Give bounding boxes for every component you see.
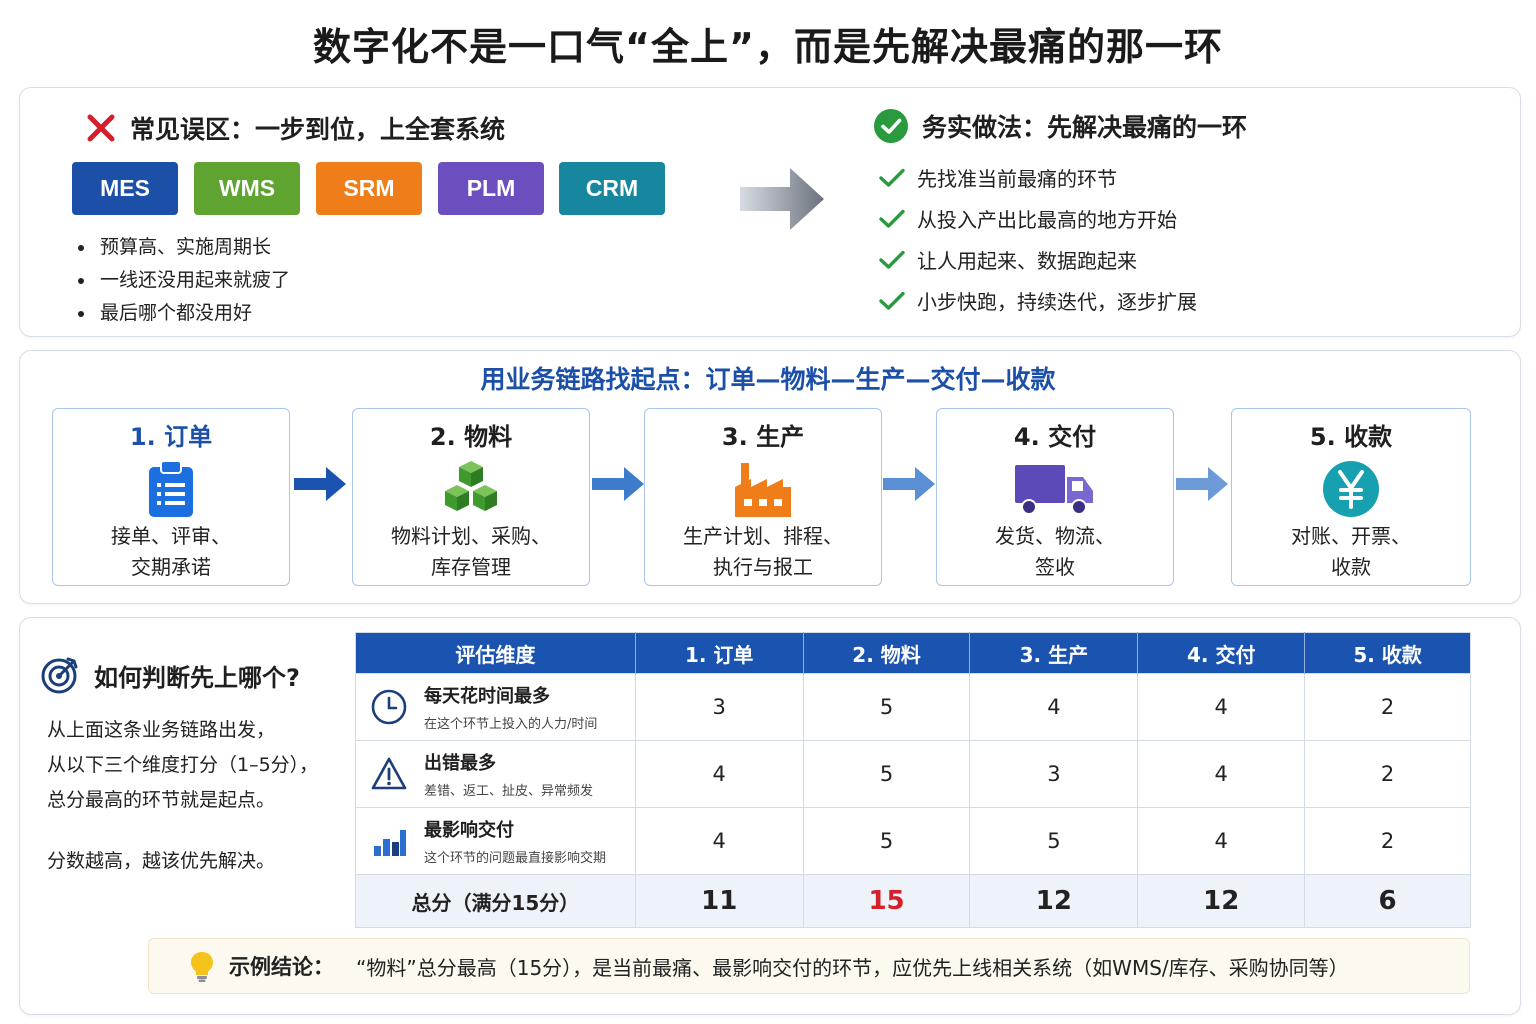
- mistake-bullets: 预算高、实施周期长 一线还没用起来就疲了 最后哪个都没用好: [78, 231, 290, 330]
- check-circle-icon: [874, 109, 908, 143]
- step-description: 接单、评审、交期承诺: [111, 524, 231, 579]
- system-box-srm: SRM: [316, 162, 422, 215]
- step-title: 2. 物料: [429, 423, 513, 451]
- yuan-icon: [1323, 461, 1379, 517]
- total-cell: 12: [1137, 874, 1305, 928]
- table-header: 1. 订单: [634, 632, 804, 674]
- judge-heading-text: 如何判断先上哪个?: [94, 663, 300, 692]
- score-cell: 5: [802, 807, 970, 875]
- lightbulb-icon: [191, 952, 213, 982]
- mistake-heading: 常见误区：一步到位，上全套系统: [86, 110, 505, 146]
- practice-heading: 务实做法：先解决最痛的一环: [874, 108, 1247, 144]
- score-cell: 3: [634, 673, 804, 741]
- step-description: 物料计划、采购、库存管理: [391, 524, 551, 579]
- score-cell: 4: [1137, 673, 1305, 741]
- mistake-heading-text: 常见误区：一步到位，上全套系统: [130, 115, 506, 144]
- score-cell: 4: [1137, 740, 1305, 808]
- flow-arrow-icon: [294, 467, 346, 501]
- table-header: 评估维度: [355, 632, 636, 674]
- table-header: 3. 生产: [969, 632, 1138, 674]
- check-icon: [879, 250, 905, 269]
- step-title: 1. 订单: [129, 423, 213, 451]
- judge-description: 从上面这条业务链路出发， 从以下三个维度打分（1–5分）， 总分最高的环节就是起…: [47, 719, 319, 811]
- system-box-wms: WMS: [194, 162, 300, 215]
- practice-item: 让人用起来、数据跑起来: [879, 239, 1197, 280]
- score-cell: 5: [802, 740, 970, 808]
- factory-icon: [735, 463, 791, 517]
- check-icon: [879, 168, 905, 187]
- score-cell: 3: [969, 740, 1138, 808]
- score-cell: 2: [1304, 740, 1471, 808]
- target-icon: [41, 657, 78, 694]
- cubes-icon: [445, 461, 497, 511]
- bar-chart-icon: [374, 830, 406, 856]
- clock-icon: [371, 689, 407, 725]
- practice-item: 小步快跑，持续迭代，逐步扩展: [879, 280, 1197, 321]
- transition-arrow-icon: [740, 168, 824, 230]
- score-cell: 4: [969, 673, 1138, 741]
- score-cell: 5: [969, 807, 1138, 875]
- step-title: 5. 收款: [1309, 423, 1393, 451]
- criterion-cell: 最影响交付这个环节的问题最直接影响交期: [355, 807, 636, 875]
- flow-arrow-icon: [1176, 467, 1228, 501]
- chain-step-order: 1. 订单 接单、评审、交期承诺: [52, 408, 290, 586]
- table-header: 2. 物料: [802, 632, 970, 674]
- step-description: 生产计划、排程、执行与报工: [683, 524, 843, 579]
- criterion-cell: 出错最多差错、返工、扯皮、异常频发: [355, 740, 636, 808]
- chain-title: 用业务链路找起点：订单—物料—生产—交付—收款: [480, 365, 1056, 394]
- score-table: 评估维度 1. 订单 2. 物料 3. 生产 4. 交付 5. 收款 每天花时间…: [355, 632, 1471, 928]
- score-cell: 4: [634, 740, 804, 808]
- truck-icon: [1015, 465, 1093, 515]
- mistake-bullet: 一线还没用起来就疲了: [78, 264, 290, 297]
- check-icon: [879, 291, 905, 310]
- practice-item: 从投入产出比最高的地方开始: [879, 198, 1197, 239]
- judge-note: 分数越高，越该优先解决。: [47, 850, 276, 872]
- practice-item: 先找准当前最痛的环节: [879, 157, 1197, 198]
- total-cell: 12: [969, 874, 1138, 928]
- table-header: 5. 收款: [1304, 632, 1471, 674]
- conclusion-box: 示例结论： “物料”总分最高（15分），是当前最痛、最影响交付的环节，应优先上线…: [148, 938, 1470, 994]
- system-box-mes: MES: [72, 162, 178, 215]
- criterion-cell: 每天花时间最多在这个环节上投入的人力/时间: [355, 673, 636, 741]
- total-cell: 6: [1304, 874, 1471, 928]
- conclusion-label: 示例结论：: [229, 955, 334, 979]
- score-cell: 4: [1137, 807, 1305, 875]
- chain-step-production: 3. 生产 生产计划、排程、执行与报工: [644, 408, 882, 586]
- step-title: 3. 生产: [721, 423, 805, 451]
- chain-step-delivery: 4. 交付 发货、物流、签收: [936, 408, 1174, 586]
- system-box-plm: PLM: [438, 162, 544, 215]
- step-title: 4. 交付: [1013, 423, 1097, 451]
- table-row: 出错最多差错、返工、扯皮、异常频发 4 5 3 4 2: [355, 740, 1471, 808]
- flow-arrow-icon: [592, 467, 644, 501]
- total-row: 总分（满分15分） 11 15 12 12 6: [355, 874, 1471, 928]
- total-cell: 11: [634, 874, 804, 928]
- total-label: 总分（满分15分）: [355, 874, 636, 928]
- table-row: 最影响交付这个环节的问题最直接影响交期 4 5 5 4 2: [355, 807, 1471, 875]
- conclusion-text: “物料”总分最高（15分），是当前最痛、最影响交付的环节，应优先上线相关系统（如…: [356, 955, 1349, 980]
- score-cell: 2: [1304, 807, 1471, 875]
- step-description: 对账、开票、收款: [1291, 524, 1411, 579]
- table-row: 每天花时间最多在这个环节上投入的人力/时间 3 5 4 4 2: [355, 673, 1471, 741]
- chain-step-payment: 5. 收款 对账、开票、收款: [1231, 408, 1471, 586]
- score-cell: 4: [634, 807, 804, 875]
- page-title: 数字化不是一口气“全上”，而是先解决最痛的那一环: [313, 25, 1223, 69]
- score-cell: 5: [802, 673, 970, 741]
- warning-icon: [371, 757, 407, 790]
- practice-heading-text: 务实做法：先解决最痛的一环: [922, 113, 1248, 142]
- cross-icon: [87, 114, 115, 142]
- table-header: 4. 交付: [1137, 632, 1305, 674]
- step-description: 发货、物流、签收: [995, 524, 1115, 579]
- judge-heading: 如何判断先上哪个?: [40, 655, 300, 695]
- table-header-row: 评估维度 1. 订单 2. 物料 3. 生产 4. 交付 5. 收款: [355, 632, 1471, 674]
- flow-arrow-icon: [883, 467, 935, 501]
- clipboard-icon: [149, 460, 193, 517]
- total-cell-highlight: 15: [802, 874, 970, 928]
- system-box-crm: CRM: [559, 162, 665, 215]
- score-cell: 2: [1304, 673, 1471, 741]
- mistake-bullet: 最后哪个都没用好: [78, 297, 290, 330]
- mistake-bullet: 预算高、实施周期长: [78, 231, 290, 264]
- practice-list: 先找准当前最痛的环节 从投入产出比最高的地方开始 让人用起来、数据跑起来 小步快…: [879, 157, 1197, 321]
- chain-step-material: 2. 物料 物料计划、采购、库存管理: [352, 408, 590, 586]
- check-icon: [879, 209, 905, 228]
